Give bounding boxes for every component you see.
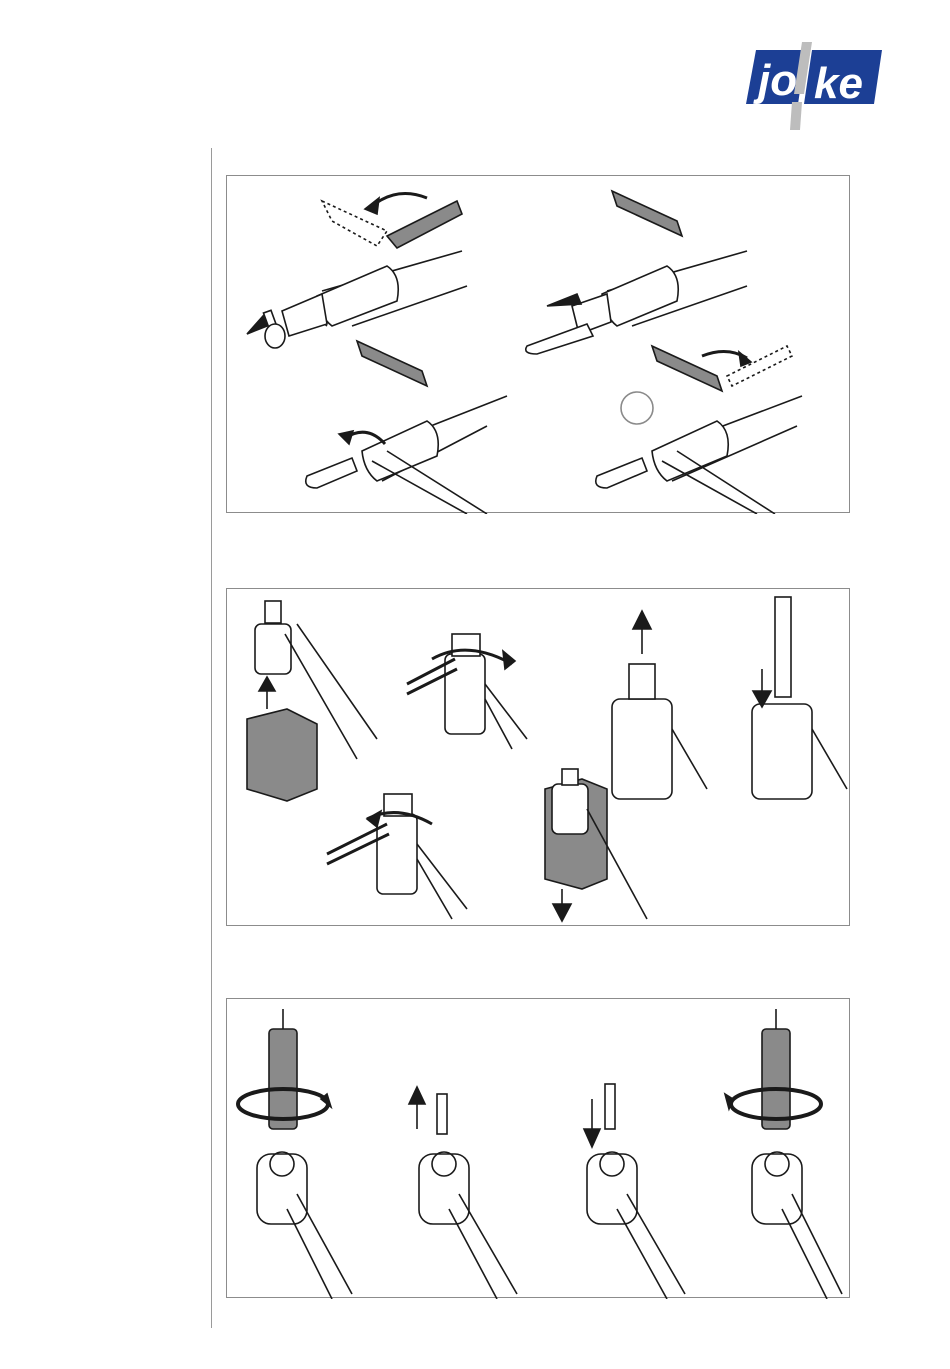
logo-text-ke: ke (814, 59, 863, 108)
figure-handpiece-tool-change (226, 175, 850, 513)
step-3-tighten-with-wrench (306, 341, 507, 514)
step-4-screw-on-nut (725, 1009, 842, 1299)
margin-rule (211, 148, 212, 1328)
step-1-unscrew-nut (238, 1009, 352, 1299)
step-5-tighten-nut (327, 794, 467, 919)
logo-text-jo: jo (753, 56, 797, 105)
step-4-close-lever (596, 346, 802, 514)
step-2-remove-collet (409, 1087, 517, 1299)
step-1-attach-holder (247, 601, 377, 801)
figure-collet-nut-change (226, 998, 850, 1298)
step-3-remove-collet (612, 611, 707, 799)
step-2-insert-tool (526, 191, 747, 354)
step-2-loosen-nut (407, 634, 527, 749)
figure-collet-change (226, 588, 850, 926)
step-1-open-lever-remove-tool (247, 194, 467, 349)
step-4-insert-collet (752, 597, 847, 799)
step-3-insert-collet (584, 1084, 685, 1299)
joke-logo: jo ke (744, 40, 884, 132)
